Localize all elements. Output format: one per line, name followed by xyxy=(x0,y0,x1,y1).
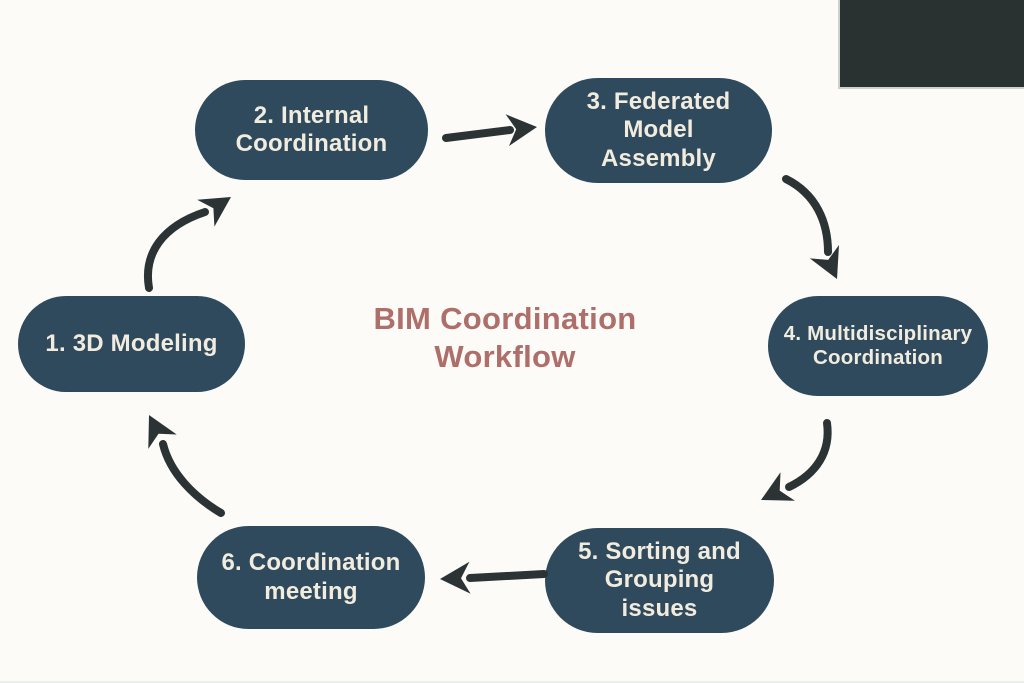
workflow-step-4-multidisciplinary-coordination: 4. Multidisciplinary Coordination xyxy=(768,296,988,396)
arrow-step-6-to-step-1-icon xyxy=(148,415,225,517)
arrow-step-1-to-step-2-icon xyxy=(144,197,231,292)
workflow-step-3-federated-model-assembly: 3. Federated Model Assembly xyxy=(545,78,772,183)
arrow-step-2-to-step-3-icon xyxy=(442,114,537,146)
workflow-step-1-3d-modeling: 1. 3D Modeling xyxy=(18,296,245,392)
diagram-title: BIM Coordination Workflow xyxy=(373,301,637,374)
workflow-step-5-sorting-grouping-issues: 5. Sorting and Grouping issues xyxy=(545,528,774,633)
corner-decoration-block xyxy=(838,0,1024,89)
arrow-step-3-to-step-4-icon xyxy=(782,175,839,279)
workflow-step-2-internal-coordination: 2. Internal Coordination xyxy=(195,80,428,180)
arrow-step-5-to-step-6-icon xyxy=(440,561,548,594)
workflow-step-6-coordination-meeting: 6. Coordination meeting xyxy=(197,526,425,629)
arrow-step-4-to-step-5-icon xyxy=(761,419,832,501)
